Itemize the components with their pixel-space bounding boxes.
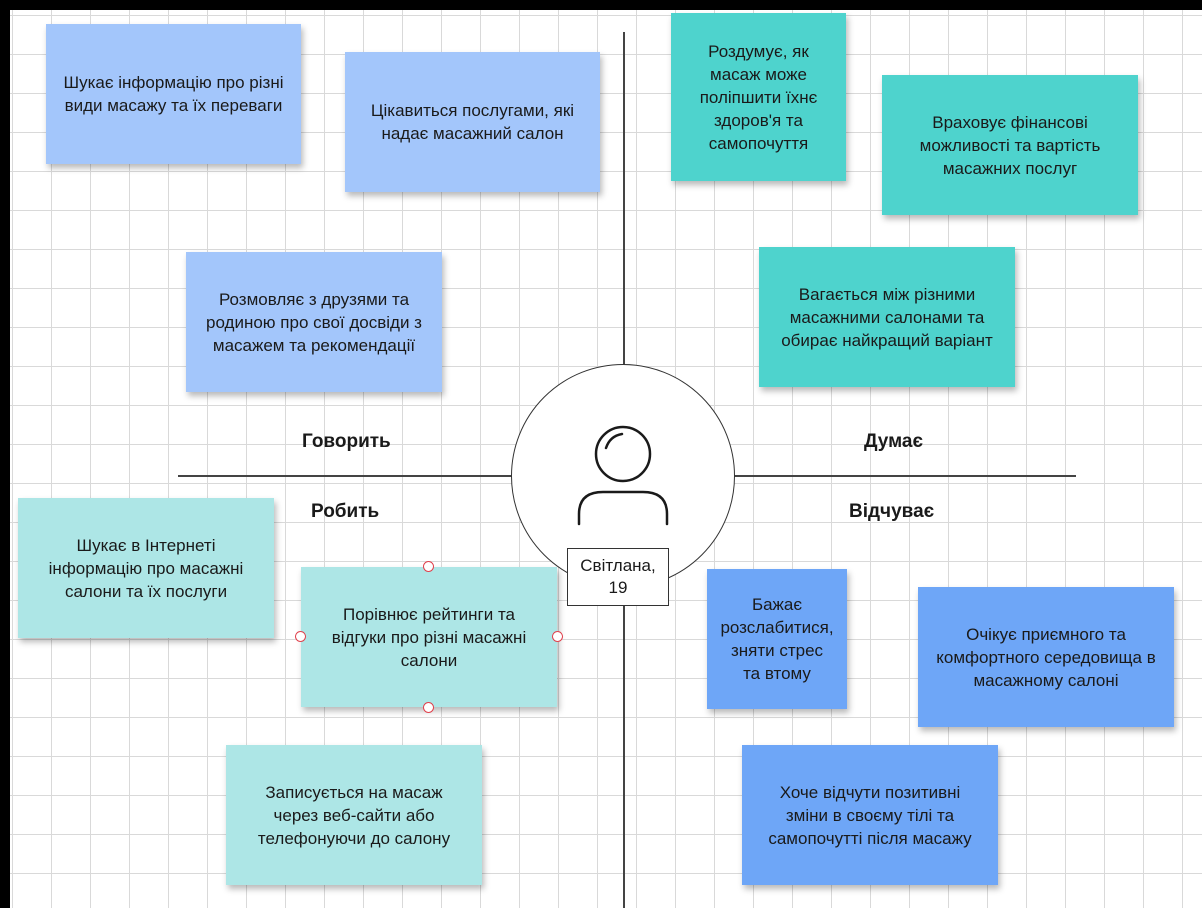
resize-handle-top[interactable] xyxy=(423,561,434,572)
persona-name: Світлана, xyxy=(580,556,656,575)
sticky-note-feels-2[interactable]: Очікує приємного та комфортного середови… xyxy=(918,587,1174,727)
quadrant-label-thinks: Думає xyxy=(864,431,923,452)
sticky-note-does-3[interactable]: Записується на масаж через веб-сайти або… xyxy=(226,745,482,885)
resize-handle-left[interactable] xyxy=(295,631,306,642)
sticky-note-does-1[interactable]: Шукає в Інтернеті інформацію про масажні… xyxy=(18,498,274,638)
quadrant-label-does: Робить xyxy=(311,501,380,522)
persona-age: 19 xyxy=(608,578,628,597)
sticky-note-says-3[interactable]: Розмовляє з друзями та родиною про свої … xyxy=(186,252,442,392)
user-icon xyxy=(577,425,669,526)
sticky-note-does-2-selected[interactable]: Порівнює рейтинги та відгуки про різні м… xyxy=(301,567,557,707)
sticky-note-feels-1[interactable]: Бажає розслабитися, зняти стрес та втому xyxy=(707,569,847,709)
resize-handle-bottom[interactable] xyxy=(423,702,434,713)
quadrant-label-feels: Відчуває xyxy=(849,501,935,522)
persona-name-label[interactable]: Світлана, 19 xyxy=(567,548,669,606)
sticky-note-thinks-1[interactable]: Роздумує, як масаж може поліпшити їхнє з… xyxy=(671,13,846,181)
sticky-note-says-1[interactable]: Шукає інформацію про різні види масажу т… xyxy=(46,24,301,164)
sticky-note-thinks-3[interactable]: Вагається між різними масажними салонами… xyxy=(759,247,1015,387)
resize-handle-right[interactable] xyxy=(552,631,563,642)
sticky-note-says-2[interactable]: Цікавиться послугами, які надає масажний… xyxy=(345,52,600,192)
sticky-note-feels-3[interactable]: Хоче відчути позитивні зміни в своєму ті… xyxy=(742,745,998,885)
quadrant-label-says: Говорить xyxy=(302,431,391,452)
sticky-note-thinks-2[interactable]: Враховує фінансові можливості та вартіст… xyxy=(882,75,1138,215)
